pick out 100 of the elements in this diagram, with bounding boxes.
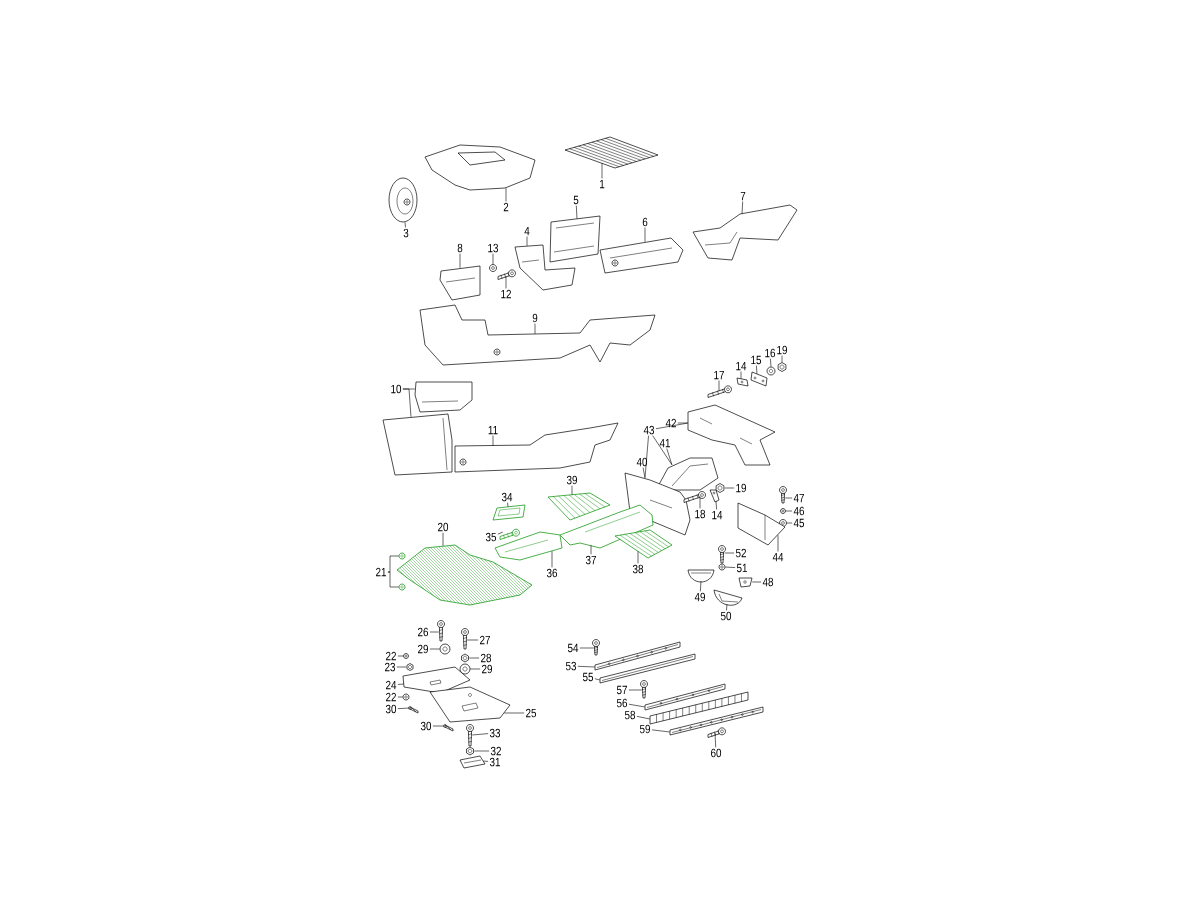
grommet xyxy=(713,589,743,606)
wheel-cover xyxy=(388,177,418,223)
callout-number: 29 xyxy=(418,644,428,654)
clip xyxy=(403,653,409,659)
leader-line xyxy=(571,485,573,496)
tunnel-cover xyxy=(687,404,776,466)
trim-panel xyxy=(737,502,786,546)
leader-line xyxy=(507,502,509,508)
callout-number: 30 xyxy=(420,721,432,731)
leader-line xyxy=(432,725,446,727)
trim-panel xyxy=(414,381,473,413)
callout-number: 50 xyxy=(720,611,732,621)
leader-line xyxy=(492,253,494,265)
leader-line xyxy=(699,495,701,509)
leader-line xyxy=(466,639,479,641)
leader-line xyxy=(637,550,639,564)
floor-mat xyxy=(564,136,659,169)
leader-line xyxy=(756,365,758,375)
callout-number: 13 xyxy=(488,243,499,253)
floor-mat xyxy=(614,529,673,559)
bolt xyxy=(707,385,732,398)
screw xyxy=(497,269,516,280)
leader-line xyxy=(594,678,601,681)
washer xyxy=(459,663,471,675)
leader-line xyxy=(473,750,490,752)
callout-number: 3 xyxy=(403,228,409,238)
nut xyxy=(406,663,414,671)
callout-number: 37 xyxy=(585,555,596,565)
screw xyxy=(779,486,787,504)
leader-line xyxy=(397,683,405,685)
callout-number: 49 xyxy=(694,592,705,602)
leader-line xyxy=(459,253,461,269)
leader-line xyxy=(429,631,440,633)
clip xyxy=(738,577,753,588)
leader-line xyxy=(715,500,717,510)
leader-line xyxy=(482,760,489,762)
leader-line xyxy=(579,647,595,649)
floor-mat xyxy=(396,544,533,606)
callout-number: 42 xyxy=(665,418,676,428)
callout-number: 43 xyxy=(643,425,655,435)
callout-number: 9 xyxy=(532,313,538,323)
leader-line xyxy=(469,668,481,670)
screw xyxy=(592,639,600,656)
callout-number: 28 xyxy=(481,653,492,663)
leader-line xyxy=(628,689,643,691)
leader-line xyxy=(700,580,702,592)
callout-number: 18 xyxy=(695,509,706,519)
callout-number: 27 xyxy=(480,635,490,645)
callout-number: 7 xyxy=(740,191,746,201)
leader-line xyxy=(642,467,646,479)
sill-strip xyxy=(669,706,764,736)
clip xyxy=(398,552,406,560)
callout-number: 20 xyxy=(438,522,449,532)
leader-line xyxy=(468,657,480,659)
leader-line xyxy=(590,544,592,555)
callout-number: 32 xyxy=(490,746,501,756)
leader-line xyxy=(786,522,793,524)
callout-number: 17 xyxy=(714,370,724,380)
callout-number: 10 xyxy=(391,384,402,394)
leader-line xyxy=(724,487,735,489)
callout-number: 26 xyxy=(418,627,429,637)
side-carpet xyxy=(454,422,619,473)
sill-strip xyxy=(649,691,749,725)
callout-number: 22 xyxy=(386,692,396,702)
bolt xyxy=(466,724,474,747)
callout-number: 15 xyxy=(751,355,762,365)
bracket xyxy=(736,377,749,387)
callout-number: 36 xyxy=(546,568,558,578)
bolt xyxy=(683,491,706,503)
leader-line xyxy=(652,435,673,466)
screw xyxy=(718,545,726,564)
trim-panel xyxy=(599,237,684,274)
leader-line xyxy=(770,358,772,368)
callout-number: 12 xyxy=(501,289,511,299)
callout-number: 25 xyxy=(526,708,537,718)
callout-number: 57 xyxy=(616,685,627,695)
nut xyxy=(715,483,725,493)
leader-line xyxy=(644,435,649,479)
leader-line xyxy=(718,380,720,392)
washer xyxy=(780,508,786,514)
callout-number: 59 xyxy=(639,724,650,734)
leader-line xyxy=(471,733,489,736)
screw xyxy=(499,528,520,540)
callout-number: 46 xyxy=(793,506,805,516)
side-carpet xyxy=(419,304,656,366)
screw xyxy=(707,727,726,738)
callout-number: 33 xyxy=(489,728,501,738)
washer xyxy=(439,643,451,655)
clip xyxy=(398,583,406,591)
callout-number: 35 xyxy=(485,532,497,542)
leader-line xyxy=(677,422,689,424)
leader-line xyxy=(751,581,762,583)
leader-line xyxy=(726,603,728,611)
leader-line xyxy=(724,552,735,554)
trim-panel xyxy=(514,244,576,291)
callout-number: 31 xyxy=(489,757,500,767)
leader-line xyxy=(785,510,793,512)
leader-line xyxy=(442,532,444,547)
callout-number: 30 xyxy=(385,704,397,714)
callout-number: 23 xyxy=(385,662,396,672)
